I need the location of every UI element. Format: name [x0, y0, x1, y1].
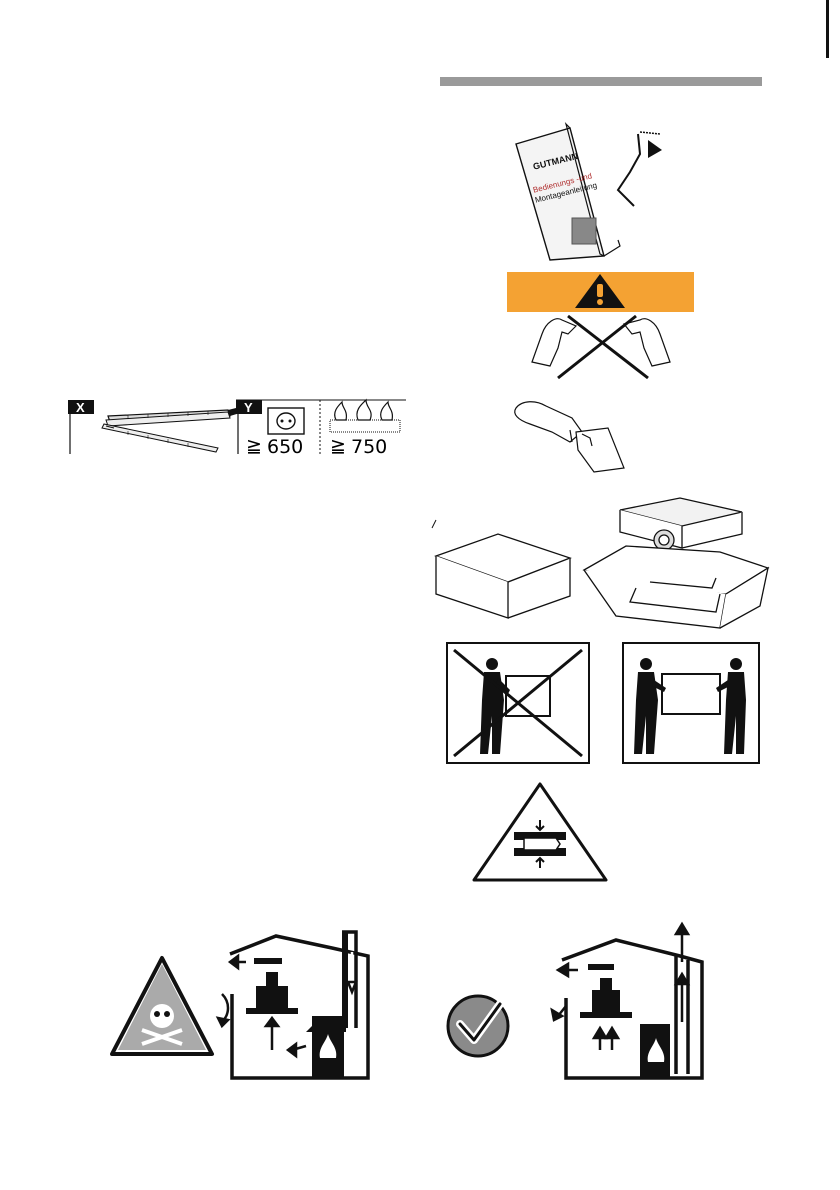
packaging-illustration [430, 498, 774, 634]
closed-box-icon [432, 520, 570, 618]
carry-prohibited-panel [446, 642, 590, 764]
gas-hob-icon [330, 400, 400, 432]
electric-clearance-value: 650 [267, 436, 303, 458]
folding-rule-icon [102, 407, 240, 452]
warning-band [507, 272, 694, 312]
exhaust-ok-diagram [444, 922, 708, 1082]
glove-icon [515, 402, 624, 472]
electric-hob-icon [268, 408, 304, 434]
two-persons-carrying-icon [634, 658, 746, 754]
label-x: X [76, 400, 85, 415]
electric-ge-symbol: ≧ [246, 435, 262, 457]
range-hood-icon [246, 958, 298, 1014]
checkmark-ok-icon [448, 996, 508, 1056]
eye-reading-icon [618, 132, 662, 206]
manual-booklet-illustration: GUTMANN Bedienungs -und Montageanleitung [510, 122, 680, 262]
exhaust-danger-diagram [106, 922, 370, 1082]
fireplace-icon [312, 1016, 344, 1078]
range-hood-icon [580, 964, 632, 1018]
hands-prohibited-illustration [528, 312, 674, 384]
clearance-diagram: X Y ≧ 650 [68, 396, 408, 458]
skull-warning-icon [112, 958, 212, 1054]
fireplace-icon [640, 1024, 670, 1078]
warning-triangle-icon [575, 274, 625, 308]
section-header-rule [440, 77, 762, 86]
open-box-with-hood-icon [584, 498, 768, 628]
gas-clearance-value: 750 [351, 436, 387, 458]
gloves-illustration [512, 398, 628, 474]
page-edge-mark [826, 0, 829, 58]
carry-allowed-panel [622, 642, 760, 764]
crush-hazard-icon [474, 784, 606, 880]
gas-ge-symbol: ≧ [330, 435, 346, 457]
crush-hazard-sign [470, 780, 610, 884]
label-y: Y [244, 400, 253, 415]
